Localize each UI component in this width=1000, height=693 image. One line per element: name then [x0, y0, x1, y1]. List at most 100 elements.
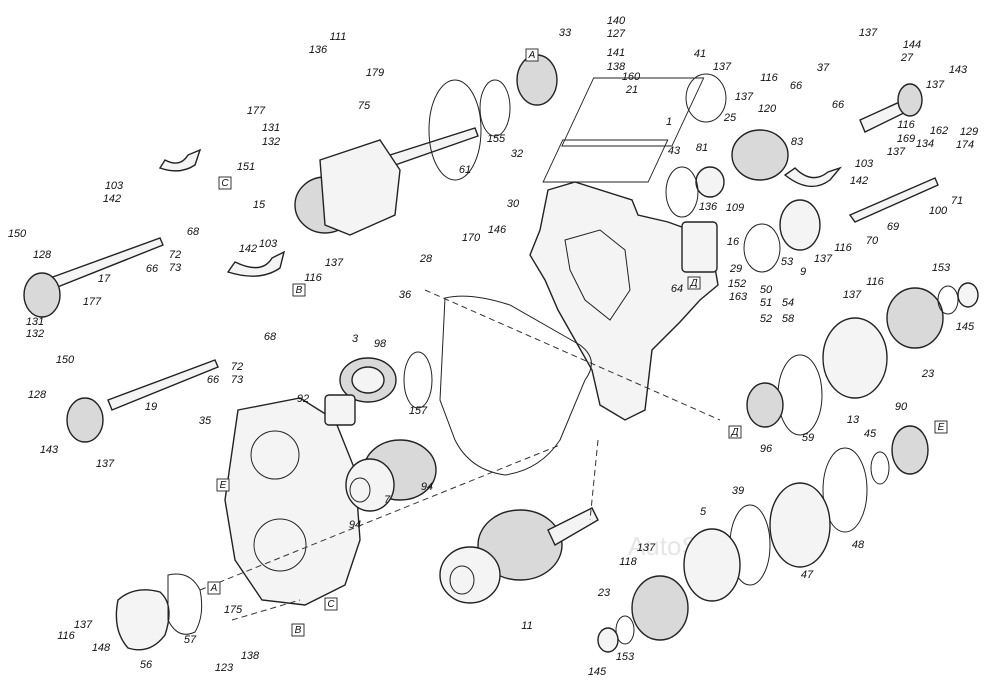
part-number-label: 160: [622, 71, 641, 83]
part-number-label: 132: [26, 328, 44, 340]
part-number-label: 137: [637, 542, 656, 554]
fork-83: [783, 166, 843, 188]
housing-13: [822, 317, 888, 399]
part-number-label: 174: [956, 139, 974, 151]
part-number-label: 116: [57, 630, 75, 642]
front-cover-35: [224, 397, 361, 606]
part-number-label: 66: [832, 99, 845, 111]
part-number-label: 61: [459, 164, 471, 176]
part-number-label: 163: [729, 291, 748, 303]
pump-25: [731, 129, 789, 181]
reference-letter: С: [327, 599, 335, 610]
part-number-label: 131: [262, 122, 280, 134]
part-number-label: 142: [239, 243, 257, 255]
housing-top-plate-1: [561, 77, 705, 147]
gasket-61: [428, 79, 482, 181]
part-number-label: 13: [847, 414, 860, 426]
part-number-label: 68: [187, 226, 200, 238]
ring-45: [870, 451, 890, 485]
part-number-label: 179: [366, 67, 384, 79]
ring-153-lower: [615, 615, 635, 645]
part-number-label: 43: [668, 145, 681, 157]
part-number-label: 129: [960, 126, 978, 138]
gear-11-small: [439, 546, 501, 604]
part-number-label: 29: [729, 263, 742, 275]
shaft-11: [547, 507, 599, 546]
part-number-label: 141: [607, 47, 625, 59]
reference-box: [525, 48, 539, 62]
part-number-label: 7: [384, 494, 391, 506]
seal-81: [695, 166, 725, 198]
part-number-label: 177: [247, 105, 266, 117]
part-number-label: 64: [671, 283, 683, 295]
gasket-57: [167, 573, 203, 635]
part-number-label: 75: [358, 100, 371, 112]
part-number-label: 81: [696, 142, 708, 154]
part-number-label: 137: [887, 146, 906, 158]
part-number-label: 109: [726, 202, 744, 214]
part-number-label: 66: [146, 263, 159, 275]
flange-128-upper: [23, 272, 61, 318]
part-number-label: 137: [74, 619, 93, 631]
part-number-label: 137: [926, 79, 945, 91]
part-number-label: 150: [56, 354, 75, 366]
gear-7: [345, 458, 395, 512]
part-number-label: 118: [619, 556, 637, 568]
housing-30: [529, 181, 719, 421]
part-number-label: 151: [237, 161, 255, 173]
part-number-label: 136: [699, 201, 718, 213]
part-number-label: 72: [231, 361, 243, 373]
part-number-label: 96: [760, 443, 773, 455]
assembly-axis-4: [231, 599, 301, 621]
part-number-label: 37: [817, 62, 830, 74]
part-number-label: 11: [521, 620, 532, 632]
part-number-label: 32: [511, 148, 523, 160]
shaft-19: [107, 359, 219, 411]
part-number-label: 54: [782, 297, 794, 309]
shaft-92: [324, 394, 356, 426]
part-number-label: 47: [801, 569, 814, 581]
cover-bore-upper: [250, 430, 300, 480]
part-number-label: 90: [895, 401, 908, 413]
reference-letter: В: [296, 285, 303, 296]
part-number-label: 145: [956, 321, 975, 333]
part-number-label: 136: [309, 44, 328, 56]
part-number-label: 116: [866, 276, 884, 288]
part-number-label: 170: [462, 232, 481, 244]
part-number-label: 17: [98, 273, 111, 285]
part-number-label: 137: [843, 289, 862, 301]
part-number-label: 103: [105, 180, 124, 192]
reference-letter: Д: [689, 278, 697, 289]
part-number-label: 58: [782, 313, 795, 325]
part-number-label: 137: [96, 458, 115, 470]
gasket-41: [685, 73, 727, 123]
part-number-label: 68: [264, 331, 277, 343]
housing-15: [319, 139, 401, 236]
part-number-label: 120: [758, 103, 777, 115]
assembly-axis-2: [589, 439, 599, 521]
part-number-label: 98: [374, 338, 387, 350]
part-number-label: 23: [921, 368, 935, 380]
part-number-label: 71: [951, 195, 963, 207]
part-number-label: 116: [760, 72, 778, 84]
part-number-label: 142: [850, 175, 868, 187]
reference-box: [218, 176, 232, 190]
gear-98-face: [351, 366, 385, 394]
part-number-label: 175: [224, 604, 243, 616]
reference-box: [292, 283, 306, 297]
part-number-label: 1: [666, 116, 672, 128]
part-number-label: 177: [83, 296, 102, 308]
part-number-label: 51: [760, 297, 772, 309]
gear-7-hub: [349, 477, 371, 503]
part-number-label: 66: [207, 374, 220, 386]
part-number-label: 9: [800, 266, 806, 278]
part-number-label: 3: [352, 333, 359, 345]
part-number-label: 103: [259, 238, 278, 250]
part-number-label: 128: [28, 389, 47, 401]
part-number-label: 131: [26, 316, 44, 328]
flange-27: [897, 83, 923, 117]
part-number-label: 73: [169, 262, 182, 274]
gasket-36: [439, 295, 592, 476]
part-number-label: 143: [949, 64, 968, 76]
